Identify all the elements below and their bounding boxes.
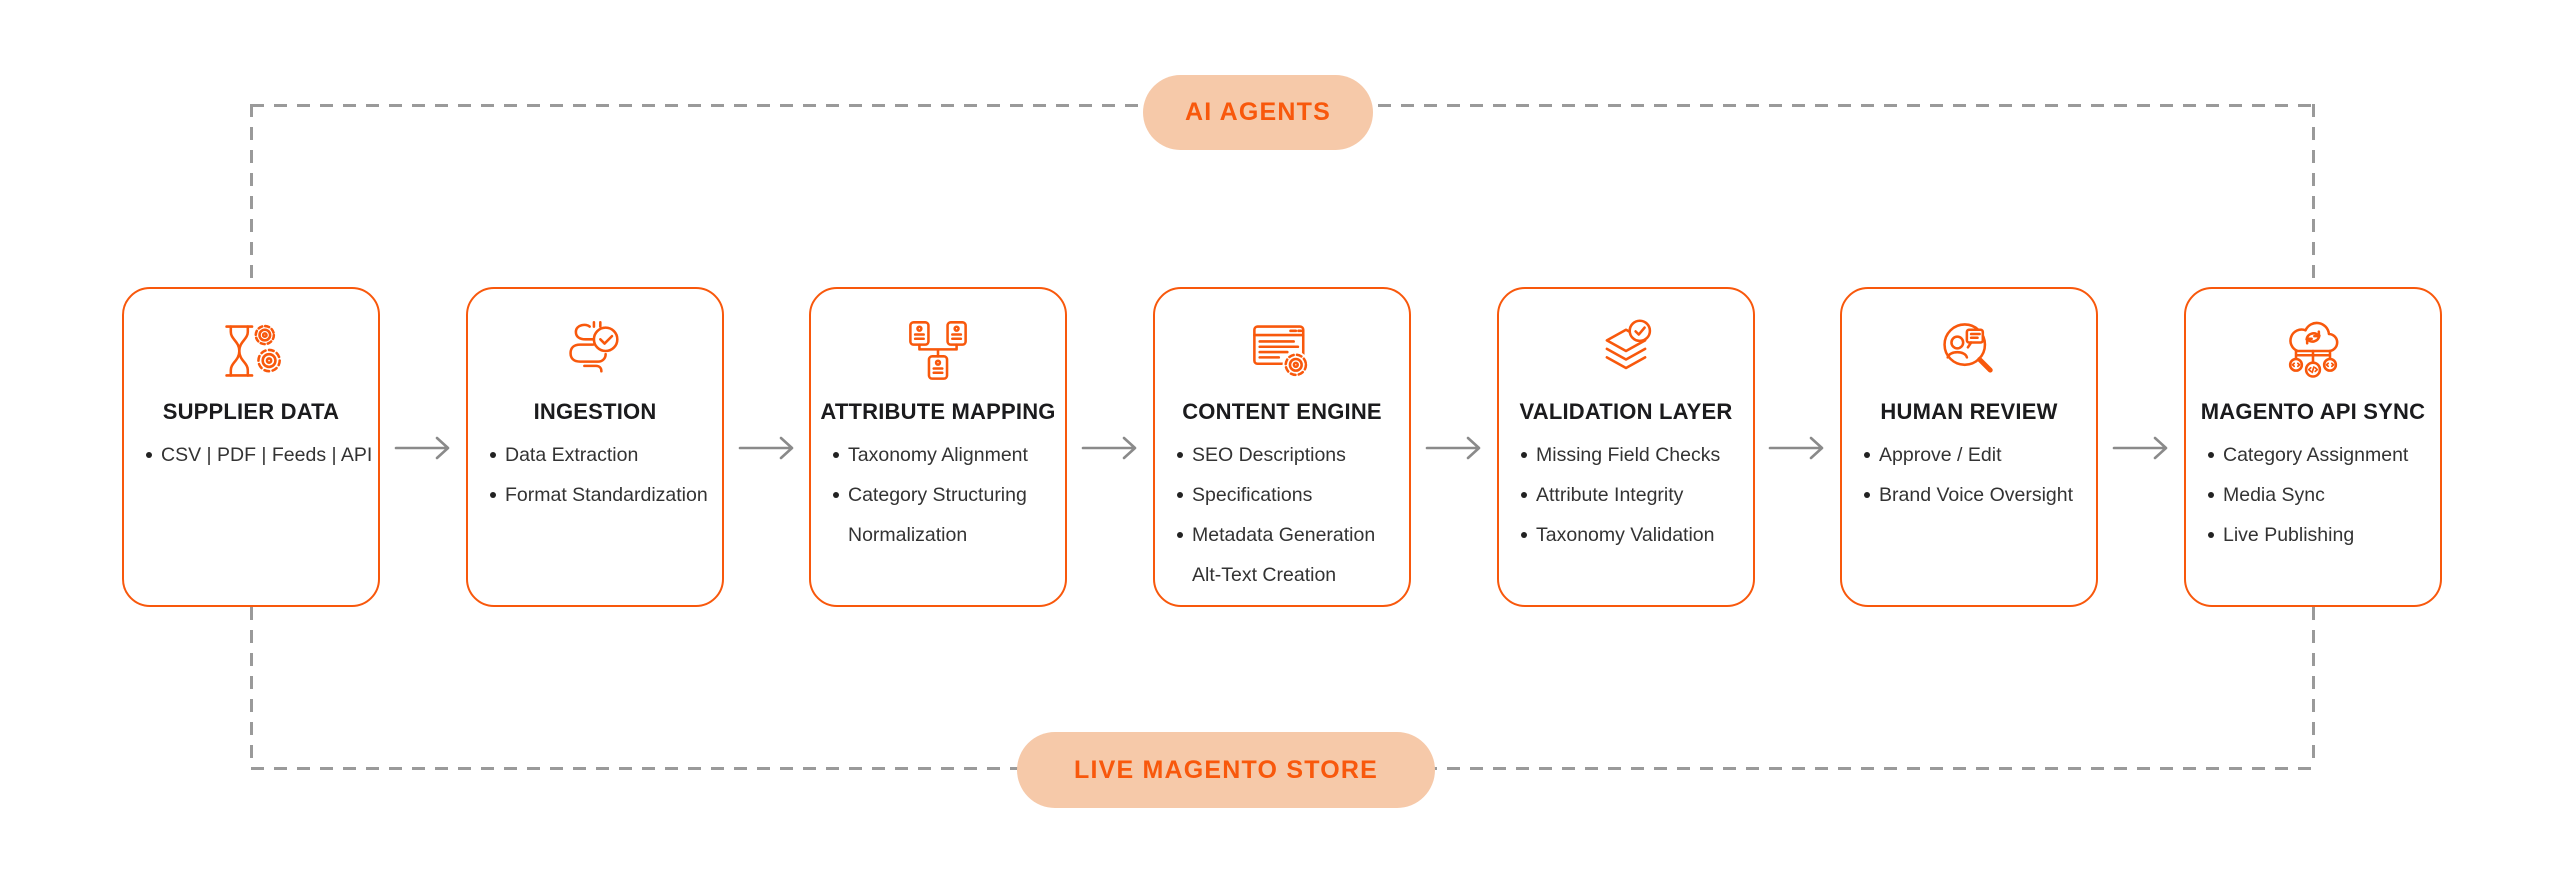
- stage-title: VALIDATION LAYER: [1519, 399, 1733, 424]
- live-magento-store-label: LIVE MAGENTO STORE: [1073, 755, 1379, 784]
- layers-check-icon: [1592, 315, 1660, 387]
- connector-bottom-left-vertical: [250, 607, 253, 767]
- bullet-item: Data Extraction: [490, 435, 718, 475]
- live-magento-store-pill: LIVE MAGENTO STORE: [1017, 732, 1435, 808]
- hourglass-gears-icon: [217, 315, 285, 387]
- mapping-tree-icon: [904, 315, 972, 387]
- stage-title: MAGENTO API SYNC: [2200, 399, 2426, 424]
- stage-title: HUMAN REVIEW: [1880, 399, 2058, 424]
- bullet-item: Metadata Generation Alt-Text Creation: [1177, 515, 1405, 595]
- connector-bottom-right-vertical: [2312, 607, 2315, 767]
- stage-title: CONTENT ENGINE: [1182, 399, 1382, 424]
- stage-items: CSV | PDF | Feeds | API: [124, 435, 378, 475]
- bullet-item: Category Assignment: [2208, 435, 2436, 475]
- flow-arrow: [1425, 436, 1481, 460]
- bullet-item: Brand Voice Oversight: [1864, 475, 2092, 515]
- bullet-item: Missing Field Checks: [1521, 435, 1749, 475]
- bullet-item: Taxonomy Validation: [1521, 515, 1749, 555]
- flow-arrow: [1081, 436, 1137, 460]
- stage-title: ATTRIBUTE MAPPING: [820, 399, 1056, 424]
- bullet-item: Media Sync: [2208, 475, 2436, 515]
- stage-card-supplier-data: SUPPLIER DATA CSV | PDF | Feeds | API: [122, 287, 380, 607]
- bullet-item: SEO Descriptions: [1177, 435, 1405, 475]
- ai-agents-label: AI AGENTS: [1185, 98, 1331, 126]
- review-magnifier-icon: [1935, 315, 2003, 387]
- bullet-item: Live Publishing: [2208, 515, 2436, 555]
- connector-top-right-vertical: [2312, 104, 2315, 287]
- ai-agents-pill: AI AGENTS: [1143, 75, 1373, 150]
- content-gear-icon: [1248, 315, 1316, 387]
- ingestion-check-icon: [561, 315, 629, 387]
- bullet-item: Approve / Edit: [1864, 435, 2092, 475]
- connector-top-left-vertical: [250, 104, 253, 287]
- bullet-item: Taxonomy Alignment: [833, 435, 1061, 475]
- bullet-item: Category Structuring Normalization: [833, 475, 1061, 555]
- flow-arrow: [738, 436, 794, 460]
- flow-arrow: [1768, 436, 1824, 460]
- bullet-item: Format Standardization: [490, 475, 718, 515]
- stage-title: SUPPLIER DATA: [162, 399, 340, 424]
- flow-arrow: [2112, 436, 2168, 460]
- cloud-sync-icon: [2279, 315, 2347, 387]
- flow-arrow: [394, 436, 450, 460]
- stage-title: INGESTION: [533, 399, 657, 424]
- bullet-item: Specifications: [1177, 475, 1405, 515]
- bullet-item: CSV | PDF | Feeds | API: [146, 435, 374, 475]
- bullet-item: Attribute Integrity: [1521, 475, 1749, 515]
